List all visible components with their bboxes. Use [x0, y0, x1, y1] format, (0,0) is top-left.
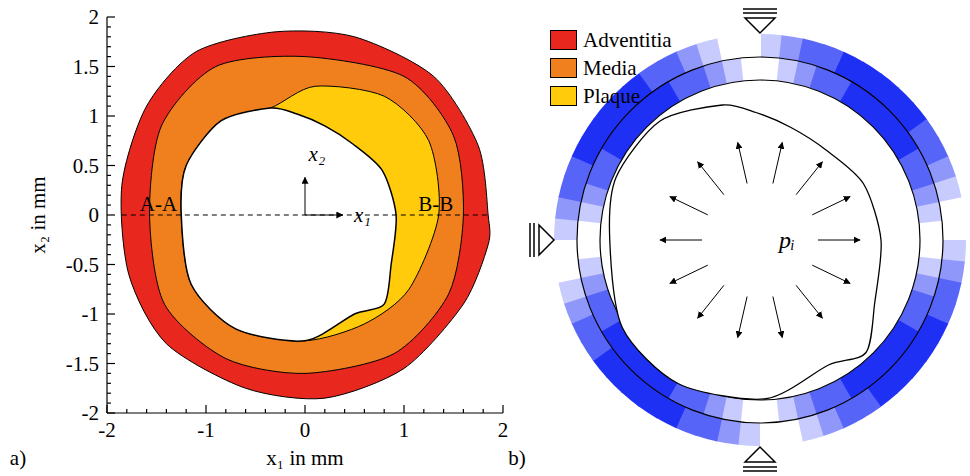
- pressure-arrow: [796, 162, 822, 195]
- tick-label: -0.5: [66, 254, 99, 275]
- fiber-sector: [578, 256, 604, 278]
- support-symbol: [743, 447, 777, 471]
- axis-label: x₂ in mm: [28, 176, 49, 253]
- fiber-sector: [759, 422, 782, 446]
- legend-swatch: [550, 86, 577, 106]
- fiber-sector: [760, 57, 780, 81]
- adventitia-region: [121, 31, 490, 399]
- tick-label: 0: [300, 420, 311, 441]
- fiber-sector: [722, 58, 744, 84]
- section-label: A-A: [140, 194, 177, 215]
- fiber-sector: [776, 397, 798, 423]
- fiber-sector: [919, 240, 943, 260]
- pressure-arrow: [738, 143, 747, 184]
- ring-model: [554, 34, 966, 446]
- tick-label: 1: [89, 106, 100, 127]
- pressure-arrow: [812, 265, 850, 283]
- pressure-arrow: [738, 297, 747, 338]
- legend-text: Adventitia: [583, 30, 672, 51]
- fiber-sector: [737, 422, 760, 446]
- tick-label: -1: [197, 420, 215, 441]
- tick-label: 1.5: [73, 56, 99, 77]
- section-label: B-B: [418, 194, 453, 215]
- legend-swatch: [550, 58, 577, 78]
- axis-arrow: [305, 177, 306, 215]
- axis-label: x₁: [354, 205, 371, 226]
- fiber-sector: [778, 419, 803, 445]
- pressure-arrow: [796, 285, 822, 318]
- fiber-sector: [917, 202, 943, 224]
- plaque-region: [181, 86, 439, 341]
- pressure-arrow: [698, 285, 724, 318]
- fiber-sector: [577, 220, 601, 240]
- support-symbol: [743, 9, 777, 33]
- pressure-arrow: [773, 297, 782, 338]
- pressure-arrow: [698, 162, 724, 195]
- fiber-sector: [760, 34, 783, 58]
- fiber-sector: [942, 240, 966, 263]
- tick-label: -2: [98, 420, 116, 441]
- support-symbol: [530, 223, 554, 257]
- lumen: [609, 105, 881, 399]
- cross-section-plot: [107, 17, 503, 413]
- fiber-sector: [759, 399, 779, 423]
- axis-label: x₁ in mm: [266, 448, 343, 469]
- fiber-sector: [554, 217, 578, 240]
- fiber-sector: [717, 35, 742, 61]
- plot-axes: [107, 17, 503, 413]
- fiber-sector: [942, 218, 966, 241]
- fiber-sector: [554, 239, 578, 262]
- layer-boundary: [577, 57, 943, 423]
- lumen: [181, 108, 396, 341]
- legend-text: Media: [583, 58, 637, 79]
- pressure-arrow: [773, 143, 782, 184]
- fiber-sector: [919, 221, 943, 241]
- pressure-label: pᵢ: [779, 228, 795, 252]
- axis-label: x₂: [309, 143, 326, 164]
- fiber-sector: [738, 34, 761, 58]
- tick-label: 2: [498, 420, 509, 441]
- pressure-arrow: [660, 240, 702, 241]
- fiber-sector: [555, 258, 581, 283]
- layer-boundary: [600, 80, 920, 400]
- tick-label: -1.5: [66, 353, 99, 374]
- legend-text: Plaque: [583, 86, 640, 107]
- legend-swatch: [550, 30, 577, 50]
- pressure-arrow: [670, 197, 708, 215]
- tick-label: 1: [399, 420, 410, 441]
- tick-label: 0: [89, 205, 100, 226]
- fiber-sector: [939, 197, 965, 222]
- pressure-arrow: [818, 240, 860, 241]
- panel-label: b): [508, 448, 526, 469]
- fiber-sector: [577, 239, 601, 259]
- pressure-arrow: [670, 265, 708, 283]
- tick-label: -1: [82, 304, 100, 325]
- fiber-sector: [740, 399, 760, 423]
- pressure-arrow: [812, 197, 850, 215]
- fiber-sector: [741, 57, 761, 81]
- tick-label: -2: [82, 403, 100, 424]
- tick-label: 0.5: [73, 155, 99, 176]
- tick-label: 2: [89, 7, 100, 28]
- panel-label: a): [10, 448, 26, 469]
- axis-arrow: [305, 215, 343, 216]
